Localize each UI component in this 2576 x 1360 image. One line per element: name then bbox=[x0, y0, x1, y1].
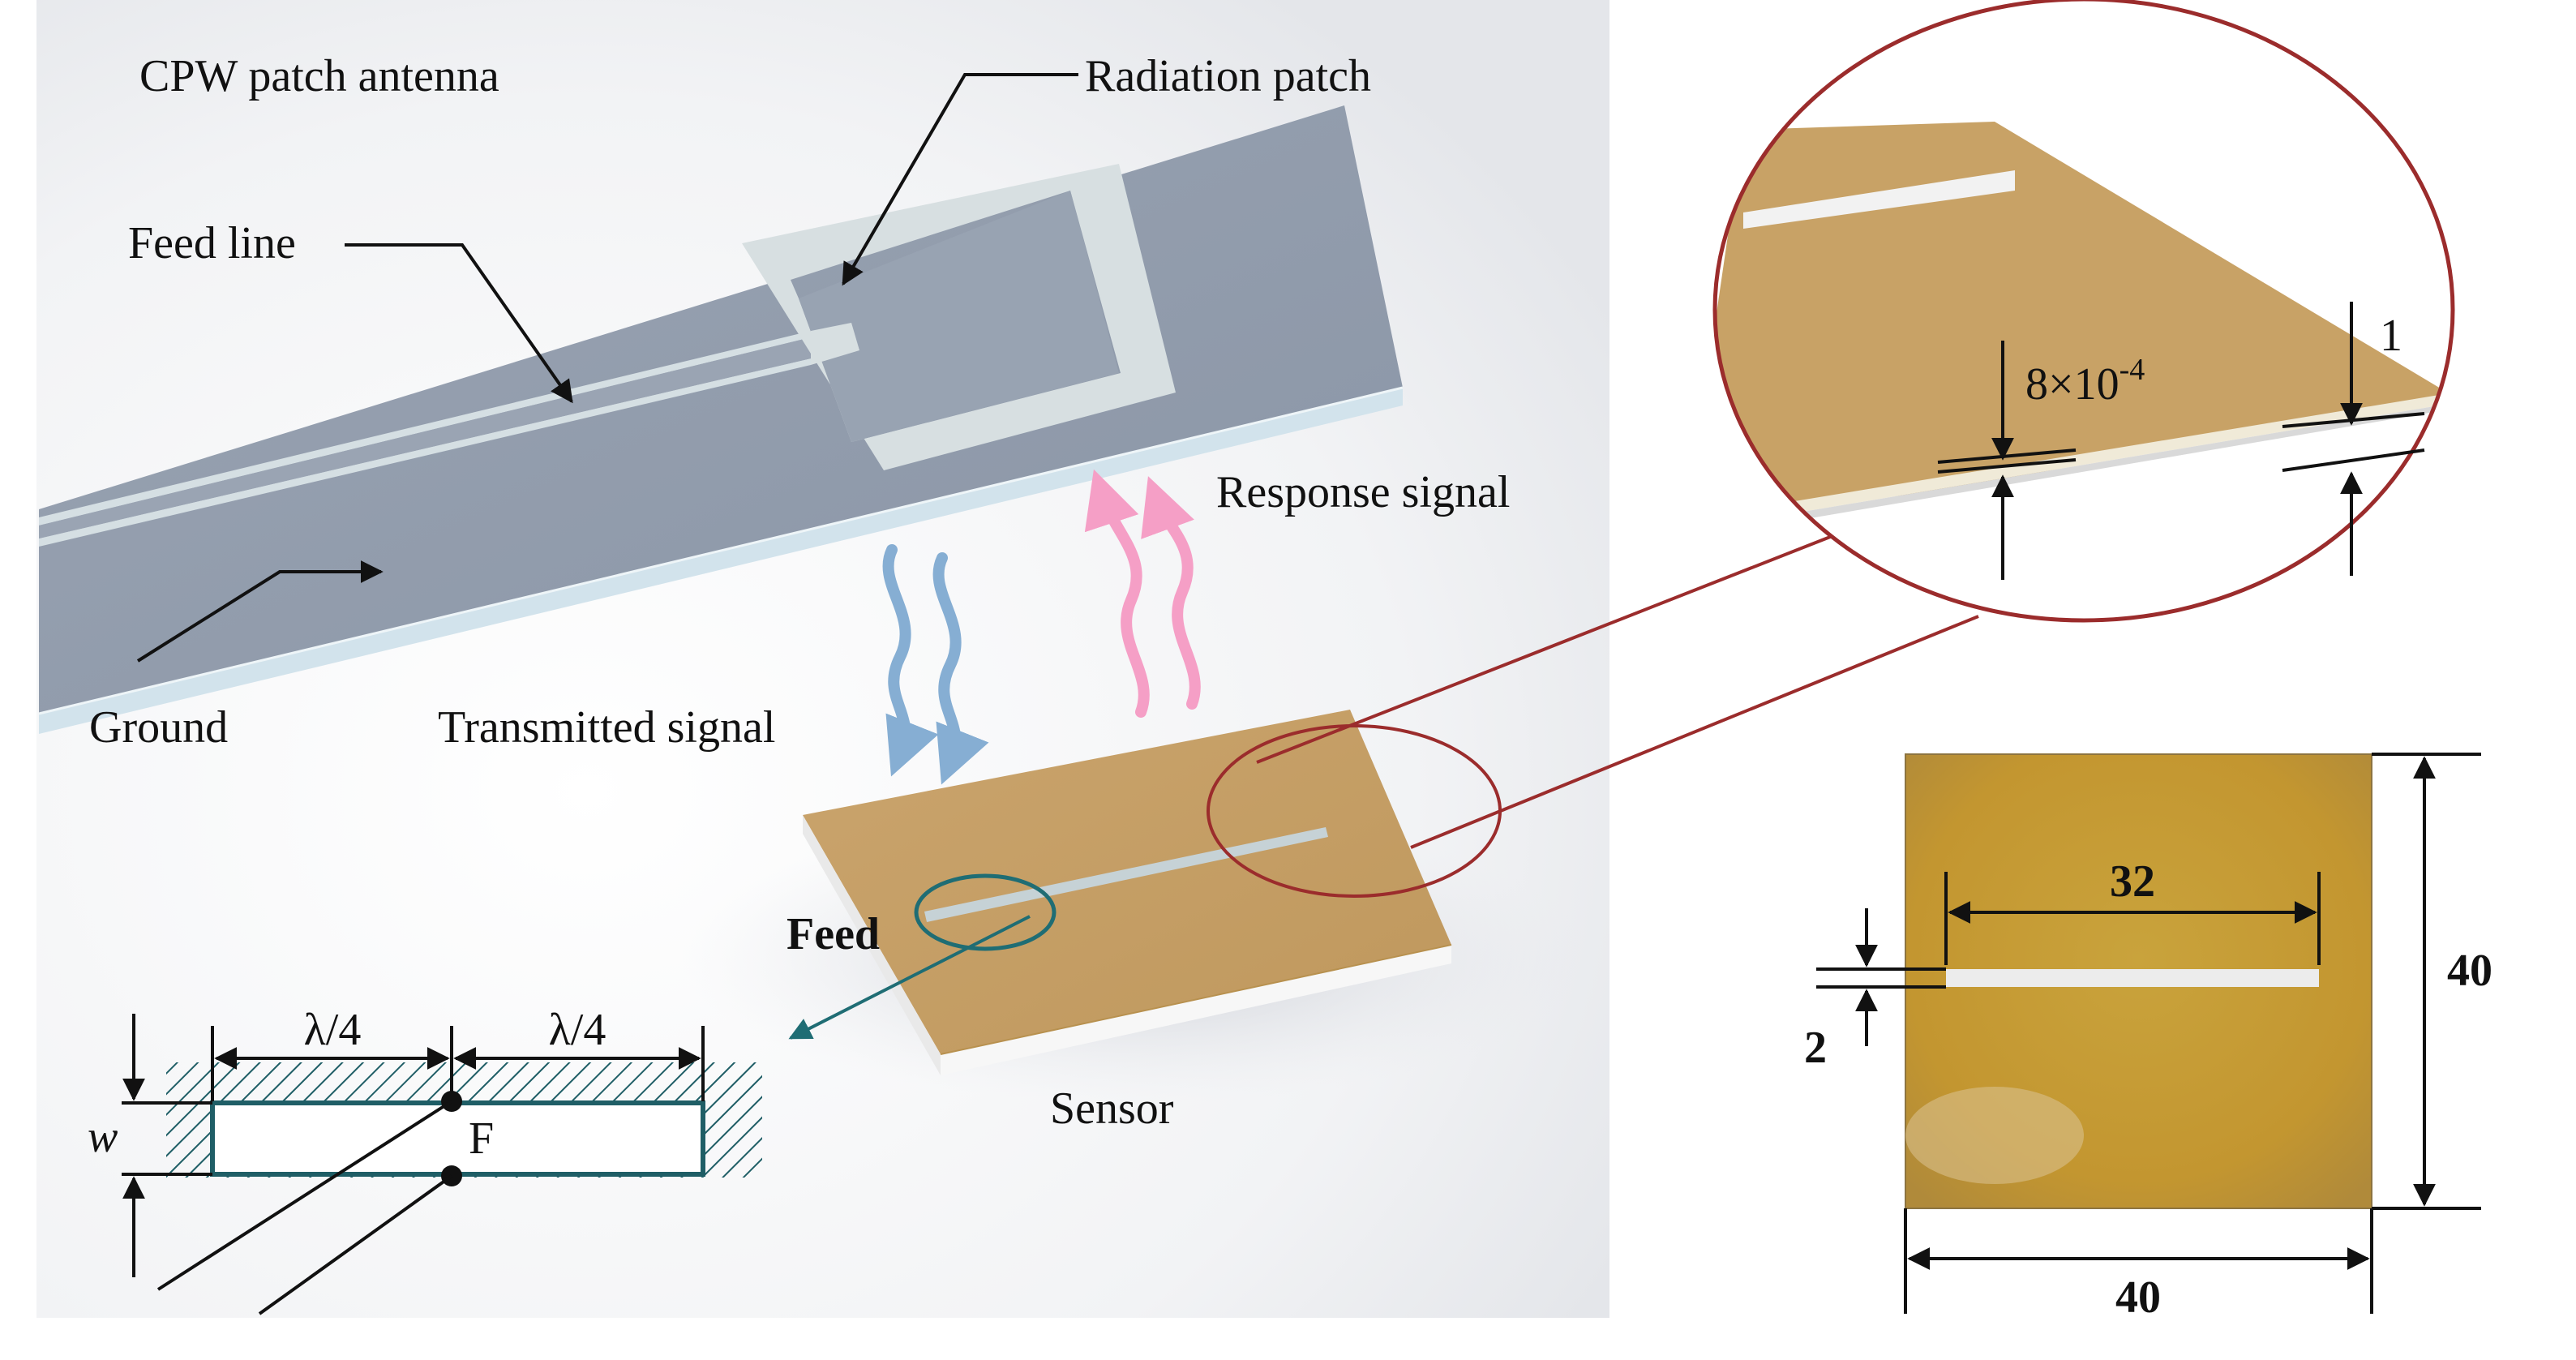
zoom-thickness-label: 8×10-4 bbox=[2025, 353, 2145, 410]
sensor-label: Sensor bbox=[1050, 1083, 1174, 1134]
patch-inner-cutout bbox=[799, 191, 1119, 442]
w-label: w bbox=[88, 1112, 118, 1162]
feed-label: Feed bbox=[787, 909, 880, 959]
ground-leader bbox=[136, 560, 384, 663]
response-signal-waves bbox=[1084, 469, 1201, 718]
response-signal-label: Response signal bbox=[1216, 467, 1510, 517]
zoom-slot bbox=[1743, 170, 2015, 229]
feed-callout-arrow bbox=[788, 915, 1031, 1040]
thickness-zoom-callout: 8×10-4 1 bbox=[1207, 0, 2455, 898]
transmitted-signal-label: Transmitted signal bbox=[438, 702, 775, 753]
cpw-title-label: CPW patch antenna bbox=[139, 51, 499, 101]
dim-32-label: 32 bbox=[2110, 856, 2155, 907]
sensor-tag bbox=[681, 710, 1589, 1103]
feed-detail-schematic: λ/4 λ/4 w F bbox=[88, 873, 1057, 1315]
zoom-ellipse bbox=[1712, 0, 2455, 623]
sensor-photo: 32 40 40 2 bbox=[1804, 753, 2492, 1323]
lambda-right-label: λ/4 bbox=[549, 1005, 606, 1055]
radiation-patch-leader bbox=[842, 73, 1078, 286]
ground-label: Ground bbox=[89, 702, 228, 753]
lambda-left-label: λ/4 bbox=[304, 1005, 362, 1055]
transmitted-signal-waves bbox=[882, 544, 989, 785]
photo-slot bbox=[1946, 969, 2319, 987]
dim-2-label: 2 bbox=[1804, 1023, 1827, 1073]
slot-rectangle bbox=[210, 1100, 705, 1177]
sensor-edge-highlight-ellipse bbox=[1207, 724, 1502, 898]
radiation-patch-ring bbox=[742, 164, 1176, 470]
dim-40-right-label: 40 bbox=[2447, 946, 2492, 996]
feed-line-label: Feed line bbox=[128, 218, 296, 268]
feed-highlight-ellipse bbox=[914, 873, 1057, 951]
dim-40-bottom-label: 40 bbox=[2115, 1272, 2161, 1323]
f-label: F bbox=[469, 1113, 494, 1164]
zoom-one-label: 1 bbox=[2380, 311, 2402, 361]
feed-line-leader bbox=[345, 243, 573, 404]
radiation-patch-label: Radiation patch bbox=[1085, 51, 1371, 101]
